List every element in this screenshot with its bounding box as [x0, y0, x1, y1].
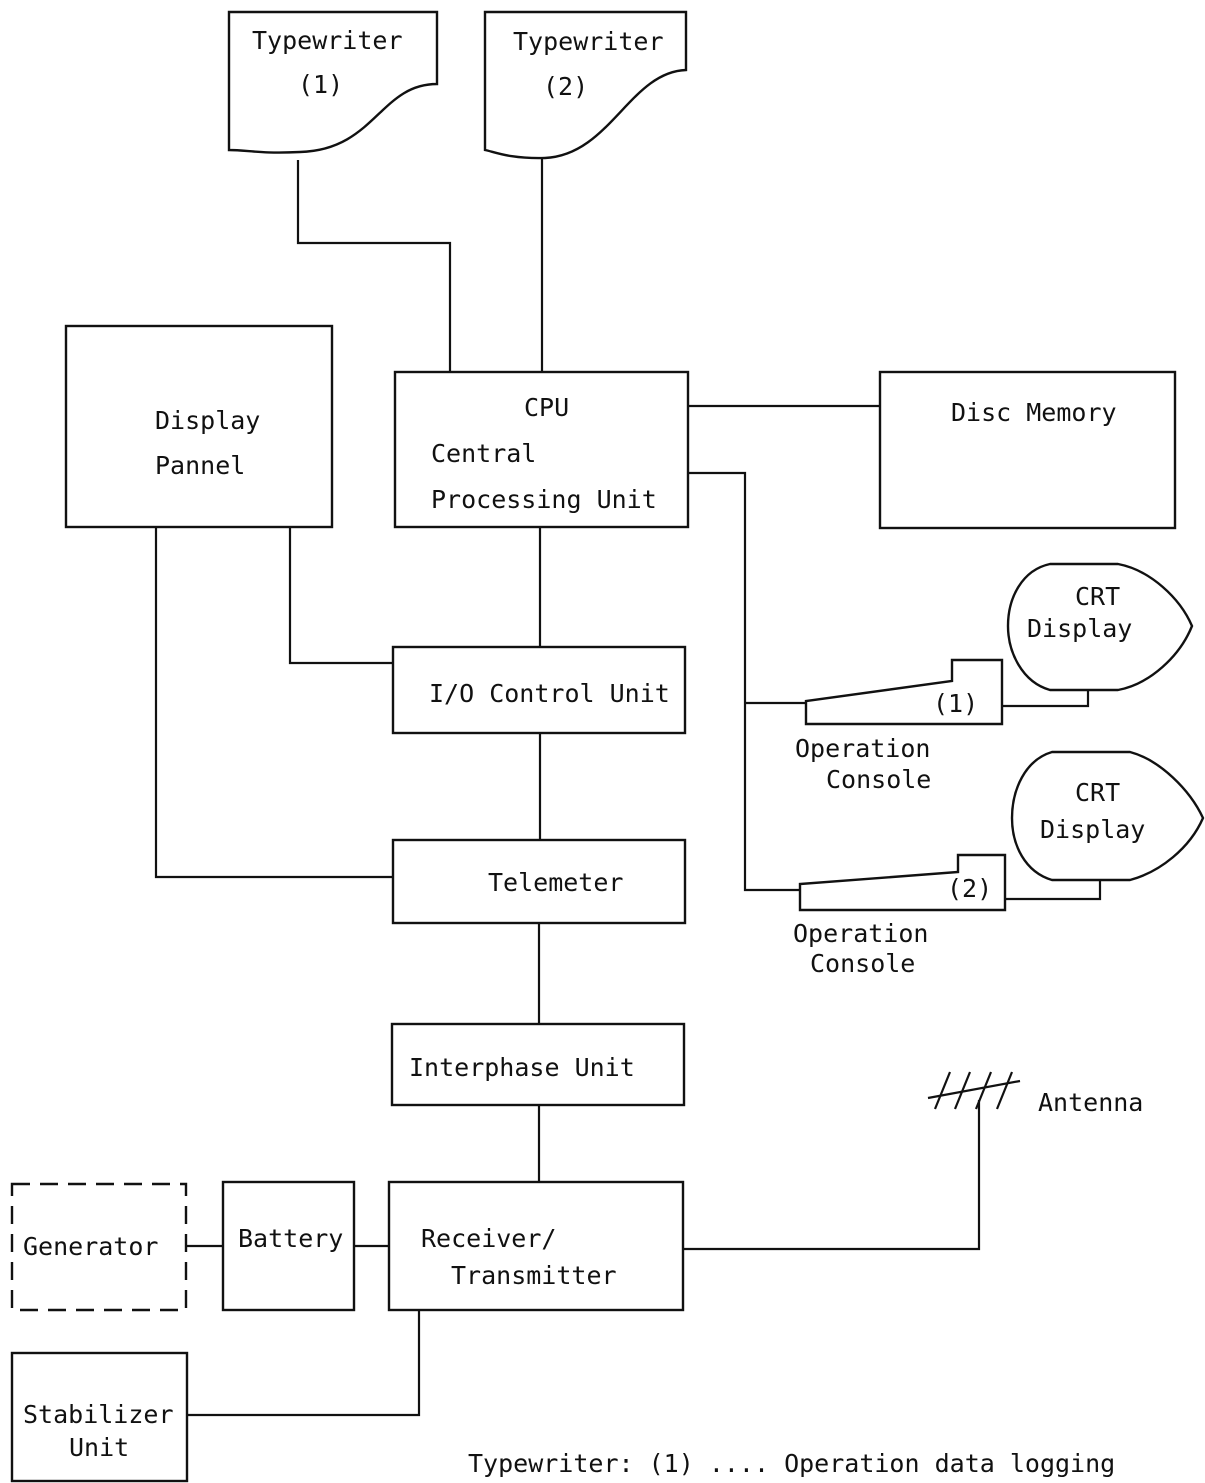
crt-display-1-shape [1006, 562, 1194, 692]
stabilizer-unit-line1: Stabilizer [23, 1400, 174, 1429]
operation-console-2-line2: Console [810, 949, 915, 978]
typewriter-1-shape [227, 10, 439, 154]
receiver-transmitter: Receiver/ Transmitter [387, 1180, 685, 1312]
operation-console-1-line1: Operation [795, 734, 930, 763]
typewriter-1: Typewriter (1) [227, 10, 439, 154]
wire-receiver-antenna [683, 1100, 981, 1251]
battery-label: Battery [238, 1224, 343, 1253]
telemeter: Telemeter [391, 838, 687, 925]
antenna: Antenna [927, 1071, 1143, 1117]
generator-label: Generator [23, 1232, 158, 1261]
disc-memory-box [878, 370, 1177, 530]
crt-display-1: CRT Display [1006, 562, 1194, 692]
battery-box [221, 1180, 356, 1312]
crt-display-1-line2: Display [1027, 614, 1132, 643]
receiver-transmitter-line2: Transmitter [451, 1261, 617, 1290]
crt-display-2-line2: Display [1040, 815, 1145, 844]
typewriter-1-number: (1) [298, 70, 343, 99]
antenna-icon [927, 1071, 1021, 1110]
generator-box [10, 1182, 188, 1312]
operation-console-1-shape [804, 658, 1004, 726]
cpu-block: CPU Central Processing Unit [393, 370, 690, 529]
antenna-label: Antenna [1038, 1088, 1143, 1117]
operation-console-1-number: (1) [933, 689, 978, 718]
operation-console-2: (2) Operation Console [793, 853, 1007, 978]
disc-memory-label: Disc Memory [951, 398, 1117, 427]
operation-console-2-number: (2) [947, 874, 992, 903]
typewriter-2-shape [483, 10, 688, 160]
interphase-unit: Interphase Unit [390, 1022, 686, 1107]
battery: Battery [221, 1180, 356, 1312]
generator: Generator [10, 1182, 188, 1312]
wire-console1-crt1 [1002, 690, 1090, 708]
typewriter-1-title: Typewriter [252, 26, 403, 55]
display-panel: Display Pannel [64, 324, 334, 529]
interphase-unit-box [390, 1022, 686, 1107]
wire-console2-crt2 [1005, 880, 1102, 901]
crt-display-2: CRT Display [1010, 750, 1205, 882]
io-control-unit-box [391, 645, 687, 735]
crt-display-1-line1: CRT [1075, 582, 1120, 611]
wire-receiver-stabilizer [187, 1310, 421, 1417]
typewriter-2-title: Typewriter [513, 27, 664, 56]
interphase-unit-label: Interphase Unit [409, 1053, 635, 1082]
stabilizer-unit-box [10, 1351, 189, 1483]
receiver-transmitter-box [387, 1180, 685, 1312]
operation-console-1-line2: Console [826, 765, 931, 794]
cpu-line1: CPU [524, 393, 569, 422]
stabilizer-unit-line2: Unit [69, 1433, 129, 1462]
footnote: Typewriter: (1) .... Operation data logg… [468, 1449, 1115, 1478]
wire-panel-telemeter [154, 527, 393, 879]
crt-display-2-line1: CRT [1075, 778, 1120, 807]
io-control-unit-label: I/O Control Unit [429, 679, 670, 708]
operation-console-1: (1) Operation Console [795, 658, 1004, 794]
operation-console-2-line1: Operation [793, 919, 928, 948]
receiver-transmitter-line1: Receiver/ [421, 1224, 556, 1253]
typewriter-2: Typewriter (2) [483, 10, 688, 160]
stabilizer-unit: Stabilizer Unit [10, 1351, 189, 1483]
telemeter-box [391, 838, 687, 925]
operation-console-2-shape [798, 853, 1007, 912]
connection-lines [154, 158, 1102, 1417]
wire-typewriter1-cpu [296, 160, 452, 372]
io-control-unit: I/O Control Unit [391, 645, 687, 735]
cpu-line2: Central [431, 439, 536, 468]
cpu-line3: Processing Unit [431, 485, 657, 514]
telemeter-label: Telemeter [488, 868, 623, 897]
typewriter-2-number: (2) [543, 72, 588, 101]
display-panel-line2: Pannel [155, 451, 245, 480]
disc-memory: Disc Memory [878, 370, 1177, 530]
display-panel-line1: Display [155, 406, 260, 435]
crt-display-2-shape [1010, 750, 1205, 882]
wire-panel-io [288, 527, 393, 665]
cpu-box [393, 370, 690, 529]
display-panel-box [64, 324, 334, 529]
wire-cpu-consoles-bus [688, 471, 800, 892]
